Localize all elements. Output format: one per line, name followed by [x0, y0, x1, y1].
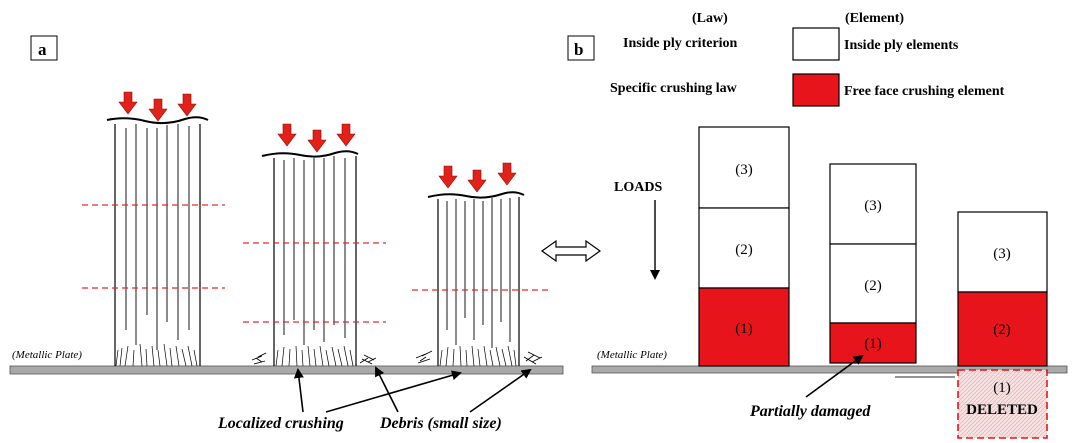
- down-arrow-icon: [118, 91, 517, 193]
- deleted-element-box: [957, 369, 1048, 439]
- element-box: [829, 163, 917, 245]
- element-label: (1): [993, 380, 1011, 396]
- panel-b-label-box: b: [567, 35, 595, 61]
- deleted-label: DELETED: [966, 402, 1038, 418]
- specimen-2: [251, 150, 377, 367]
- plate-label-b: (Metallic Plate): [597, 349, 667, 361]
- red-dash-lines-2: [243, 242, 386, 323]
- panel-a: a (Metallic Plate): [9, 35, 564, 432]
- crushing-element-box: [698, 287, 790, 367]
- crushing-element-box: [829, 322, 917, 364]
- legend-row1-element: Inside ply elements: [844, 38, 959, 53]
- legend-row2-law: Specific crushing law: [610, 81, 738, 96]
- element-label: (2): [735, 242, 753, 258]
- element-box: [829, 243, 917, 324]
- element-label: (3): [993, 246, 1011, 262]
- annotation-arrows-a: [293, 366, 532, 413]
- annotation-localized-crushing: Localized crushing: [217, 415, 344, 432]
- panel-a-label-box: a: [30, 35, 58, 61]
- element-label: (2): [864, 278, 882, 294]
- element-label: (1): [735, 321, 753, 337]
- localized-crushing-zone-1: [115, 343, 198, 367]
- legend-law-header: (Law): [692, 11, 728, 26]
- double-headed-arrow-icon: [540, 239, 602, 263]
- legend: (Law) (Element) Inside ply criterion Ins…: [610, 11, 1005, 107]
- panel-a-label: a: [38, 40, 47, 59]
- element-stack-2: (3) (2) (1): [829, 163, 917, 364]
- element-label: (3): [864, 198, 882, 214]
- annotation-debris: Debris (small size): [379, 415, 502, 432]
- element-box: [957, 211, 1048, 293]
- loads-label: LOADS: [614, 180, 662, 195]
- legend-row2-element: Free face crushing element: [844, 84, 1005, 99]
- specimen-1: [106, 116, 209, 367]
- crushing-element-box: [957, 291, 1048, 367]
- metallic-plate-b: [591, 365, 1068, 374]
- panel-b: b (Law) (Element) Inside ply criterion I…: [567, 11, 1068, 439]
- red-dash-lines-1: [82, 204, 225, 289]
- annotation-partially-damaged: Partially damaged: [749, 403, 871, 420]
- panel-b-label: b: [574, 40, 583, 59]
- legend-swatch-inside-ply: [792, 27, 840, 61]
- element-box: [698, 207, 790, 289]
- debris-3: [415, 350, 543, 365]
- element-stack-1: (3) (2) (1): [698, 126, 790, 367]
- element-label: (2): [993, 322, 1011, 338]
- element-label: (1): [864, 336, 882, 352]
- debris-2: [251, 352, 377, 365]
- legend-row1-law: Inside ply criterion: [623, 36, 738, 51]
- plate-label-a: (Metallic Plate): [12, 349, 82, 361]
- element-stack-3: (3) (2) (1) DELETED: [957, 211, 1048, 439]
- legend-element-header: (Element): [845, 11, 904, 26]
- annotation-arrow-b: [805, 354, 864, 398]
- specimen-3: [415, 191, 543, 367]
- metallic-plate-a: [9, 365, 564, 375]
- legend-swatch-crushing: [792, 73, 840, 107]
- element-label: (3): [735, 162, 753, 178]
